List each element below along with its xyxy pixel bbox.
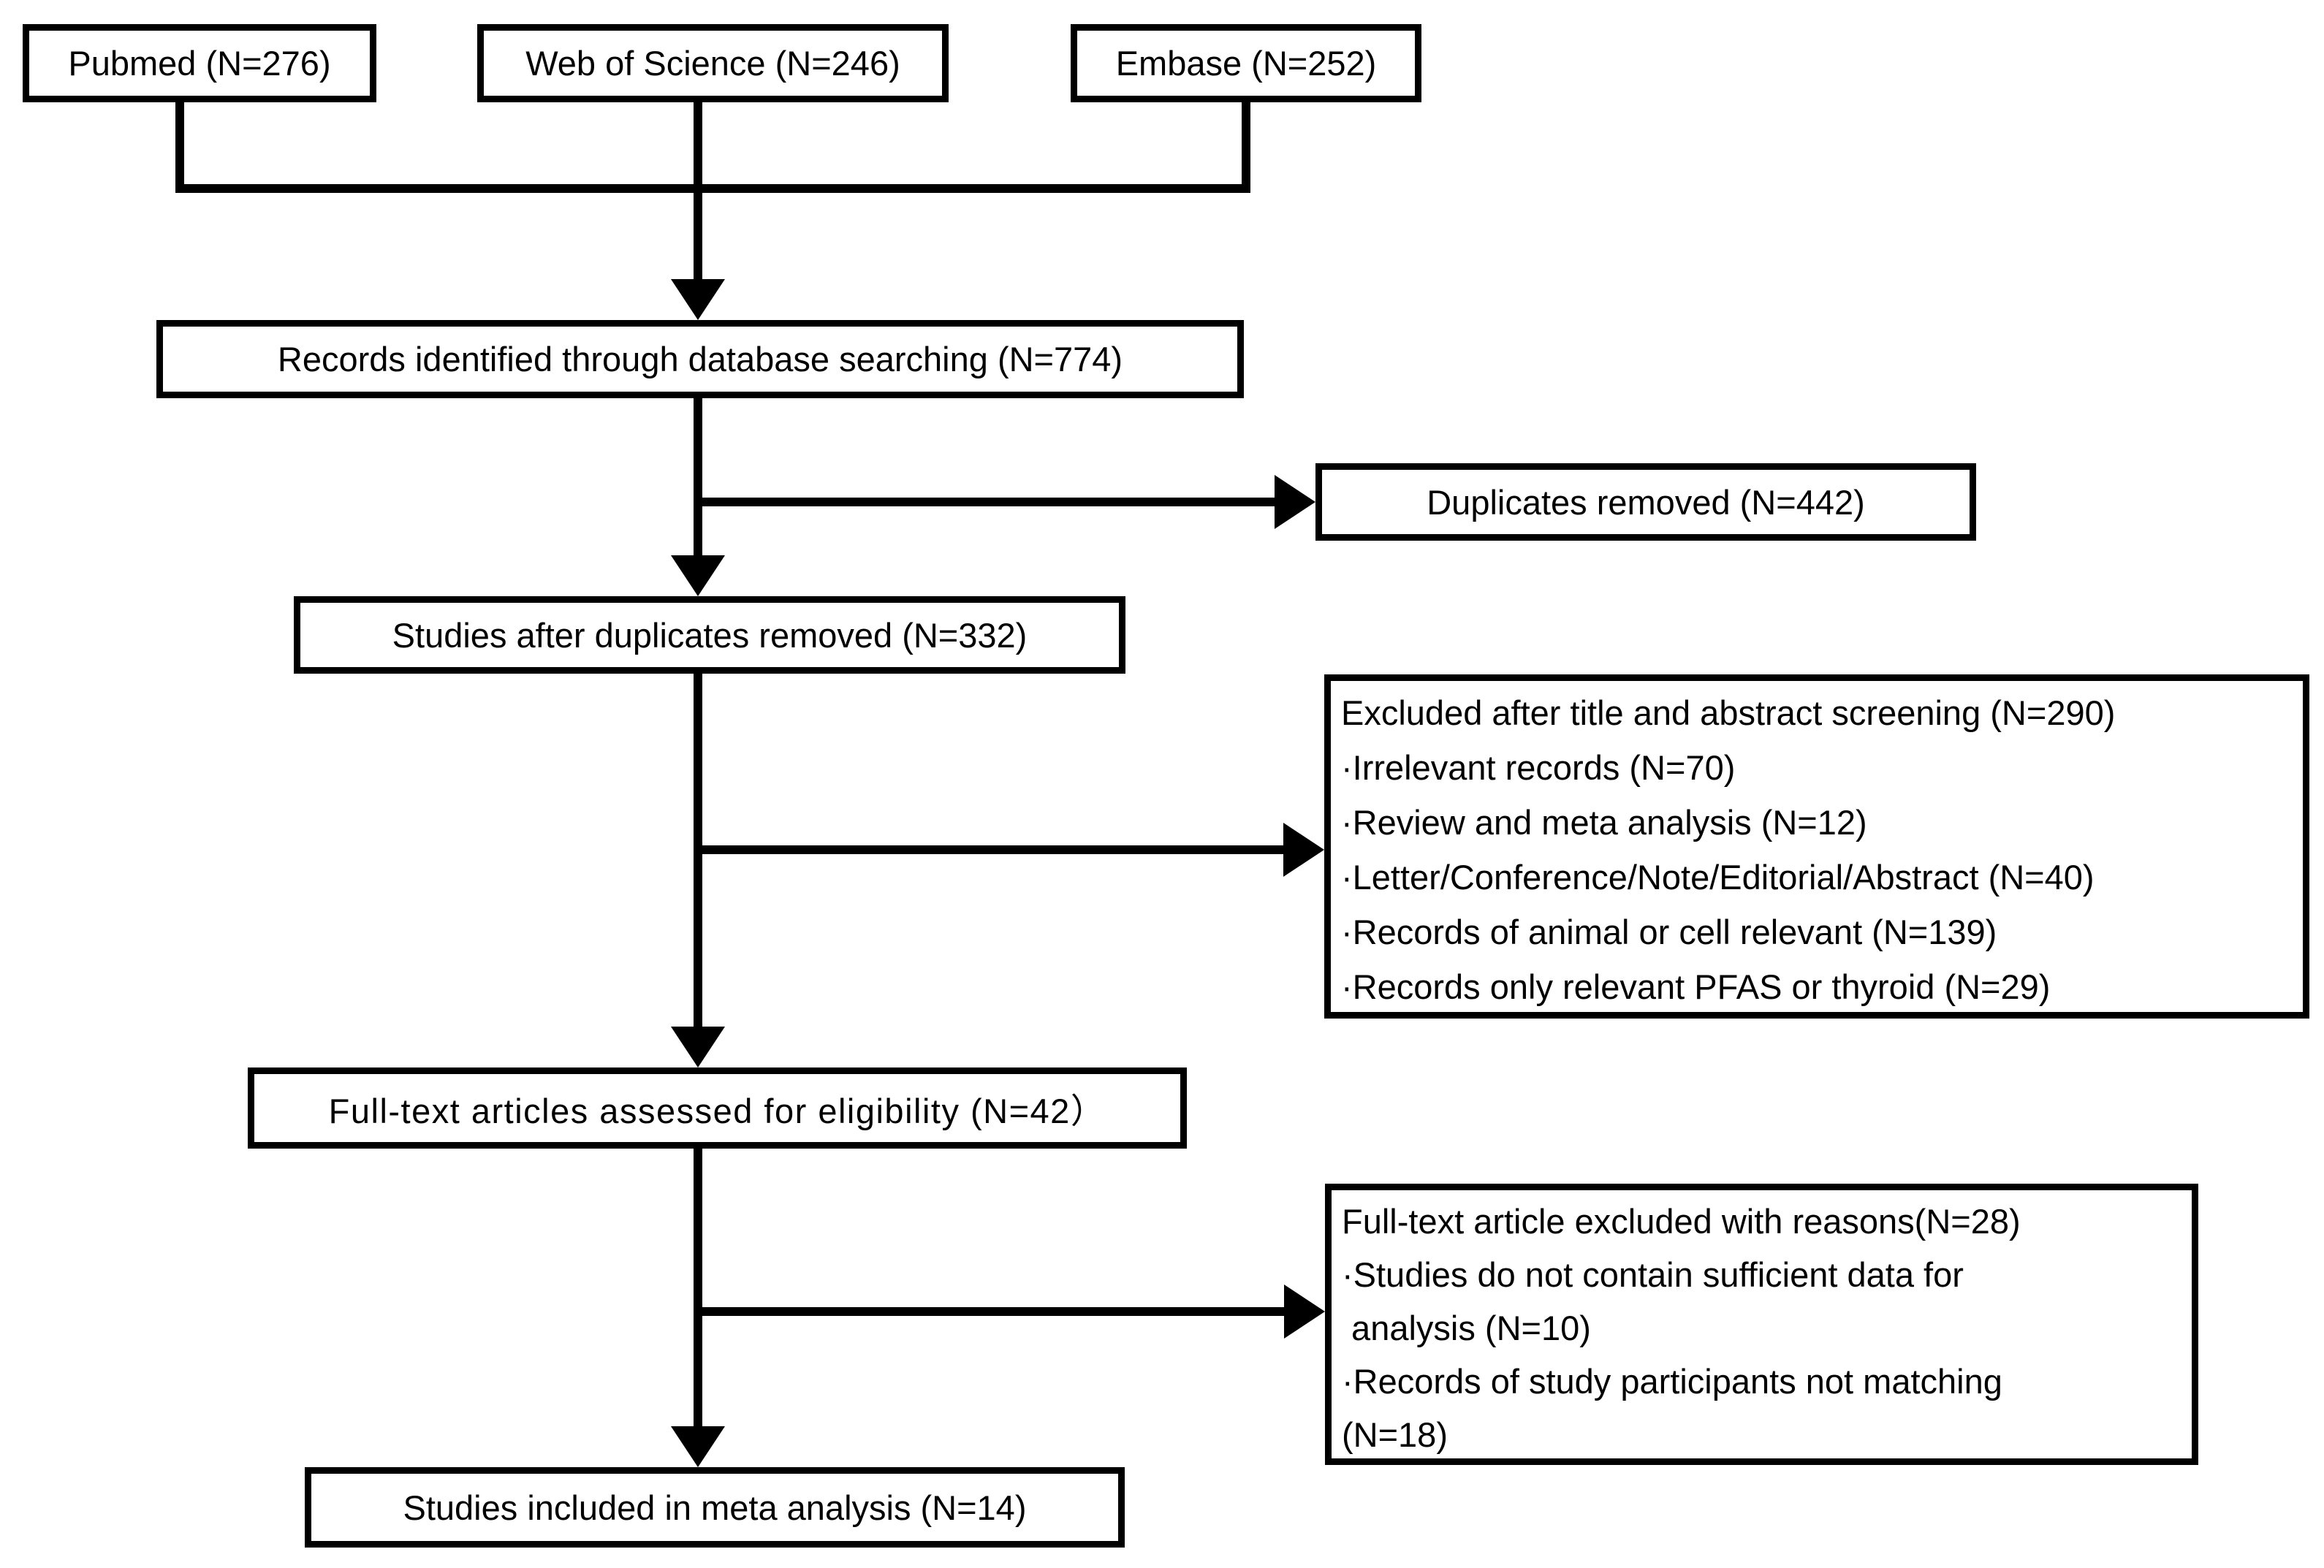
excluded-screening-item: ·Records of animal or cell relevant (N=1… [1341,913,1997,951]
connector-to-identified [694,99,702,281]
connector-to-fulltext-excluded [694,1307,1288,1316]
arrowhead-to-fulltext [671,1027,725,1067]
fulltext-excluded-item: analysis (N=10) [1342,1309,1591,1347]
fulltext-excluded-title: Full-text article excluded with reasons(… [1342,1202,2021,1241]
connector-to-duplicates-removed [694,498,1278,506]
connector-to-included [694,1145,702,1431]
box-pubmed: Pubmed (N=276) [23,24,376,102]
arrowhead-to-fulltext-excluded [1284,1285,1325,1339]
connector-to-excluded-screening [694,845,1287,854]
fulltext-excluded-item: ·Records of study participants not match… [1342,1362,2002,1401]
arrowhead-to-after-duplicates [671,555,725,596]
connector-top-join [175,184,1250,193]
box-excluded-screening: Excluded after title and abstract screen… [1324,674,2309,1019]
arrowhead-to-identified [671,279,725,320]
box-duplicates-removed: Duplicates removed (N=442) [1315,463,1976,541]
excluded-screening-item: ·Review and meta analysis (N=12) [1341,803,1867,842]
box-web-of-science: Web of Science (N=246) [477,24,949,102]
connector-embase-drop [1242,99,1250,193]
excluded-screening-item: ·Records only relevant PFAS or thyroid (… [1341,967,2051,1006]
fulltext-excluded-item: ·Studies do not contain sufficient data … [1342,1255,1964,1294]
excluded-screening-item: ·Letter/Conference/Note/Editorial/Abstra… [1341,858,2095,897]
arrowhead-to-excluded-screening [1283,823,1324,877]
box-studies-after-duplicates: Studies after duplicates removed (N=332) [294,596,1125,674]
box-embase: Embase (N=252) [1071,24,1421,102]
fulltext-excluded-item: (N=18) [1342,1415,1448,1454]
box-fulltext-excluded: Full-text article excluded with reasons(… [1325,1184,2198,1465]
box-records-identified: Records identified through database sear… [156,320,1244,398]
arrowhead-to-duplicates-removed [1275,475,1315,529]
connector-to-after-duplicates [694,395,702,559]
box-fulltext-assessed: Full-text articles assessed for eligibil… [248,1067,1187,1149]
arrowhead-to-included [671,1426,725,1467]
excluded-screening-title: Excluded after title and abstract screen… [1341,693,2116,732]
excluded-screening-item: ·Irrelevant records (N=70) [1341,748,1736,787]
connector-pubmed-drop [175,99,184,193]
box-studies-included: Studies included in meta analysis (N=14) [305,1467,1125,1548]
